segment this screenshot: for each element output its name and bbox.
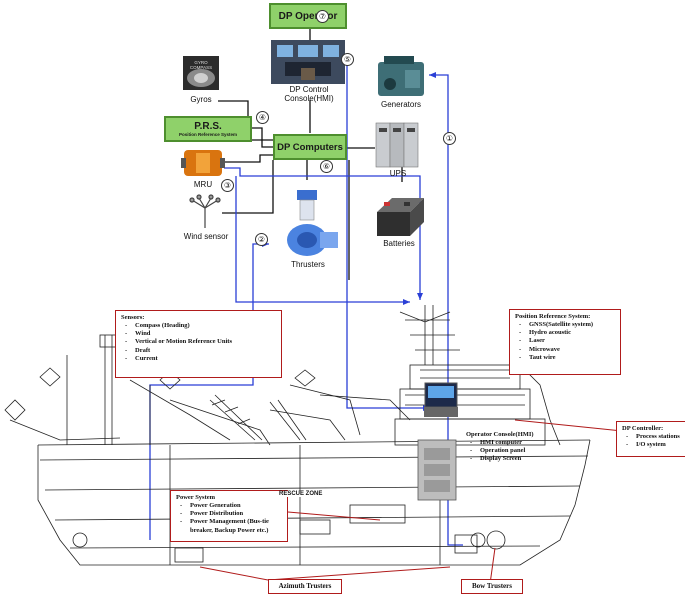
- gyro-compass-icon: [183, 56, 219, 90]
- sensors-title: Sensors:: [121, 314, 145, 321]
- console-label: DP Control Console(HMI): [284, 85, 334, 103]
- prs-title: P.R.S.: [194, 120, 222, 132]
- dp-controller-list: Process stations I/O system: [622, 433, 684, 449]
- sensor-item: Vertical or Motion Reference Units: [125, 338, 276, 346]
- prs-info-list: GNSS(Satellite system) Hydro acoustic La…: [515, 321, 615, 362]
- sensor-item: Compass (Heading): [125, 322, 276, 330]
- operator-console-title: Operator Console(HMI): [466, 431, 534, 438]
- sensor-item: Wind: [125, 330, 276, 338]
- dp-operator-label: DP Operator: [278, 10, 338, 22]
- prs-box: P.R.S. Position Reference System: [164, 116, 252, 142]
- power-system-box: Power System Power Generation Power Dist…: [170, 490, 288, 542]
- power-system-list: Power Generation Power Distribution Powe…: [176, 502, 282, 535]
- prs-item: Microwave: [519, 346, 615, 354]
- rescue-zone-label: RESCUE ZONE: [277, 491, 325, 497]
- power-system-title: Power System: [176, 494, 216, 501]
- prs-info-box: Position Reference System: GNSS(Satellit…: [509, 309, 621, 375]
- operator-console-box: Operator Console(HMI) HMI computer Opera…: [461, 428, 547, 470]
- dp-computers-box: DP Computers: [273, 134, 347, 160]
- wind-sensor-icon: [189, 194, 221, 228]
- batteries-label: Batteries: [383, 239, 415, 248]
- power-item: Power Management (Bus-tie breaker, Backu…: [180, 518, 282, 534]
- wind-sensor-label: Wind sensor: [183, 232, 229, 241]
- dp-controller-title: DP Controller:: [622, 425, 664, 432]
- mru-label: MRU: [193, 180, 213, 189]
- bow-thrusters-callout: Bow Trusters: [461, 579, 523, 594]
- circled-number-5: ⑤: [341, 53, 354, 66]
- thruster-icon: [287, 190, 338, 256]
- ups-icon: [375, 122, 419, 168]
- dp-computers-label: DP Computers: [277, 141, 343, 153]
- mru-icon: [181, 150, 225, 176]
- circled-number-4: ④: [256, 111, 269, 124]
- gyro-compass-icon-text: GYRO COMPASS: [189, 60, 213, 70]
- circled-number-3: ③: [221, 179, 234, 192]
- circled-number-2: ②: [255, 233, 268, 246]
- sensor-item: Draft: [125, 347, 276, 355]
- circled-number-1: ①: [443, 132, 456, 145]
- bridge-console: [424, 382, 458, 417]
- prs-item: Hydro acoustic: [519, 329, 615, 337]
- sensors-list: Compass (Heading) Wind Vertical or Motio…: [121, 322, 276, 363]
- generator-icon: [378, 56, 424, 96]
- console-icon: [271, 40, 345, 84]
- operator-console-list: HMI computer Operation panel Display Scr…: [466, 439, 542, 464]
- circled-number-7: ⑦: [316, 10, 329, 23]
- power-item: Power Generation: [180, 502, 282, 510]
- power-item: Power Distribution: [180, 510, 282, 518]
- prs-info-title: Position Reference System:: [515, 313, 591, 320]
- dp-controller-item: Process stations: [626, 433, 684, 441]
- prs-item: Laser: [519, 337, 615, 345]
- azimuth-thrusters-callout: Azimuth Trusters: [268, 579, 342, 594]
- circled-number-6: ⑥: [320, 160, 333, 173]
- dp-controller-item: I/O system: [626, 441, 684, 449]
- prs-subtitle: Position Reference System: [178, 131, 238, 137]
- operator-console-item: Display Screen: [470, 455, 542, 463]
- ups-label: UPS: [389, 169, 407, 178]
- dp-controller-box: DP Controller: Process stations I/O syst…: [616, 421, 685, 457]
- operator-console-item: HMI computer: [470, 439, 542, 447]
- sensor-item: Current: [125, 355, 276, 363]
- generators-label: Generators: [380, 100, 422, 109]
- prs-item: Taut wire: [519, 354, 615, 362]
- sensors-box: Sensors: Compass (Heading) Wind Vertical…: [115, 310, 282, 378]
- dp-operator-box: DP Operator: [269, 3, 347, 29]
- gyros-label: Gyros: [190, 95, 212, 104]
- prs-item: GNSS(Satellite system): [519, 321, 615, 329]
- thrusters-label: Thrusters: [291, 260, 325, 269]
- cabinet-in-ship: [417, 439, 457, 501]
- batteries-icon: [377, 198, 424, 236]
- operator-console-item: Operation panel: [470, 447, 542, 455]
- callout-leaders: [199, 419, 633, 585]
